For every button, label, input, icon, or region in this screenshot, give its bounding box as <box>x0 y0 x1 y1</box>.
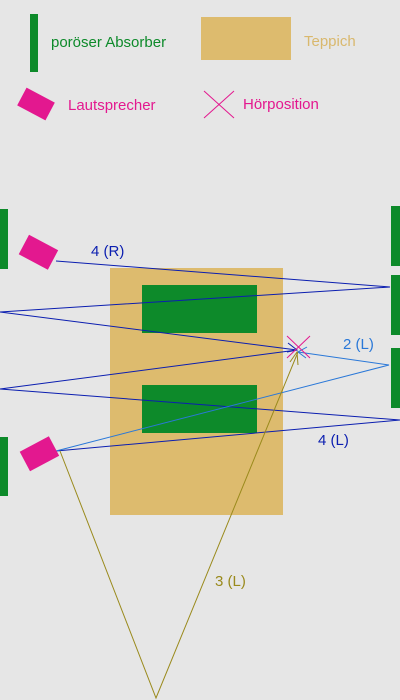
label-3-l: 3 (L) <box>215 573 246 590</box>
label-4-l: 4 (L) <box>318 432 349 449</box>
legend-speaker-label: Lautsprecher <box>68 97 156 114</box>
legend-cross-icon <box>203 90 235 119</box>
absorber-left-wall-bottom <box>0 437 8 496</box>
label-4-r: 4 (R) <box>91 243 124 260</box>
legend-carpet-swatch <box>201 17 291 60</box>
legend-carpet-label: Teppich <box>304 33 356 50</box>
path-3-l <box>59 351 299 700</box>
legend-absorber-label: poröser Absorber <box>51 34 166 51</box>
absorber-right-wall-1 <box>391 206 400 266</box>
path-4-l <box>0 349 400 452</box>
absorber-ceiling-bottom <box>142 385 257 433</box>
absorber-left-wall-top <box>0 209 8 269</box>
listening-position-cross-icon <box>286 335 311 359</box>
path-2-l <box>55 351 390 452</box>
legend-speaker-icon <box>17 87 55 121</box>
legend-listening-position-label: Hörposition <box>243 96 319 113</box>
speaker-right-icon <box>18 234 59 270</box>
label-2-l: 2 (L) <box>343 336 374 353</box>
arrowheads <box>286 342 308 366</box>
legend-absorber-swatch <box>30 14 38 72</box>
speaker-left-icon <box>19 436 60 472</box>
absorber-right-wall-3 <box>391 348 400 408</box>
path-4-r <box>0 260 391 351</box>
absorber-right-wall-2 <box>391 275 400 335</box>
absorber-ceiling-top <box>142 285 257 333</box>
